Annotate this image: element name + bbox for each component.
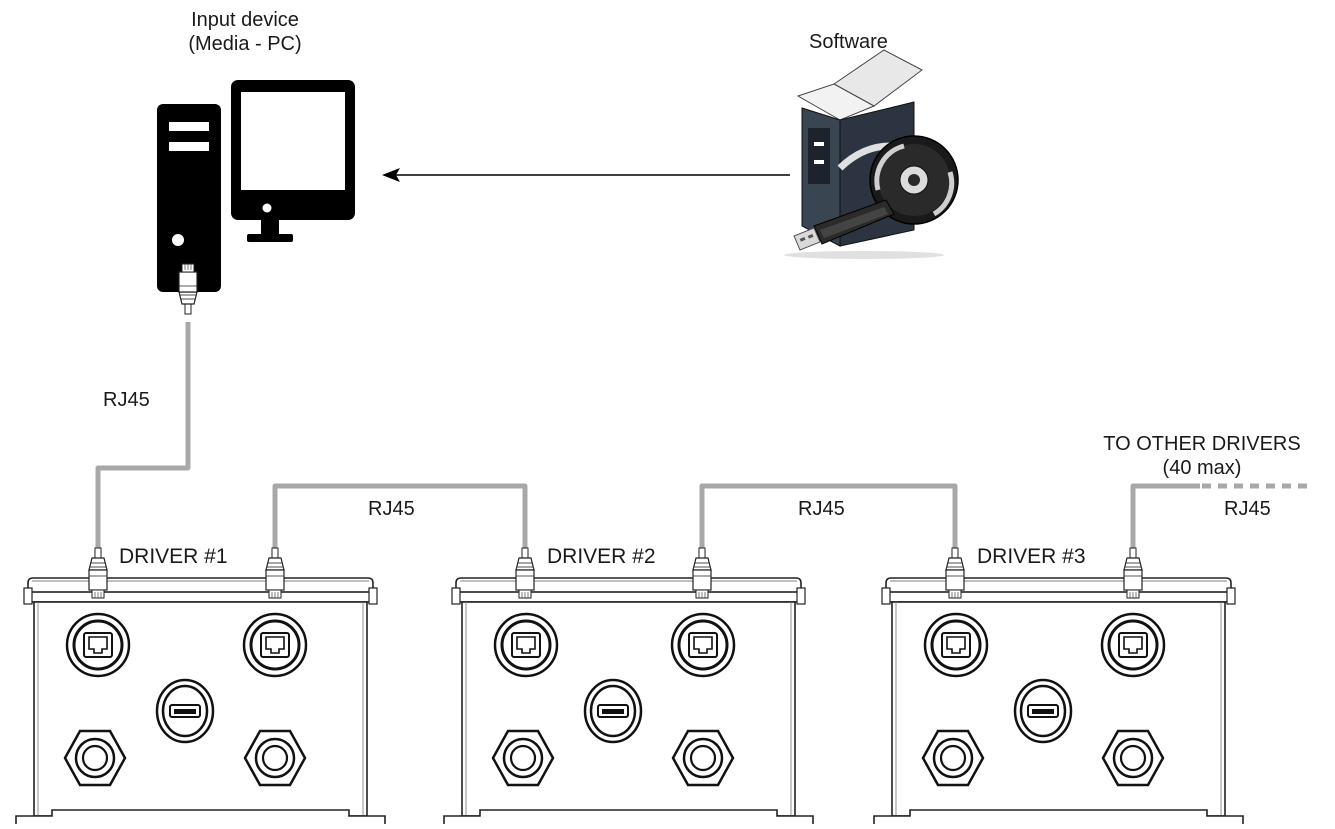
rj45-port-icon [65, 612, 131, 678]
software-label: Software [809, 31, 888, 53]
arrow-software-to-pc [382, 168, 790, 182]
cable-label-2-3: RJ45 [798, 498, 845, 520]
cable-driver3-out [1130, 483, 1200, 552]
desktop-pc-icon [157, 80, 355, 292]
cable-driver1-to-driver2 [272, 483, 528, 552]
rj45-plug-icon [179, 264, 197, 314]
cable-label-pc: RJ45 [103, 389, 150, 411]
rj45-port-icon [670, 612, 736, 678]
rj45-plug-icon [515, 547, 535, 599]
cable-driver2-to-driver3 [699, 483, 958, 552]
other-drivers-subtitle: (40 max) [1162, 457, 1242, 479]
input-device-title: Input device [191, 9, 299, 31]
input-device-label: Input device (Media - PC) [170, 8, 320, 56]
other-drivers-title: TO OTHER DRIVERS [1103, 433, 1301, 455]
other-drivers-label: TO OTHER DRIVERS (40 max) [1074, 432, 1330, 480]
usb-port-icon [155, 678, 215, 744]
input-device-subtitle: (Media - PC) [188, 33, 302, 55]
driver-2-label: DRIVER #2 [547, 545, 656, 568]
cables [95, 322, 1310, 552]
driver-3 [873, 577, 1244, 825]
rj45-port-icon [242, 612, 308, 678]
cable-pc-to-driver1 [95, 322, 191, 552]
usb-port-icon [1013, 678, 1073, 744]
software-box-icon [784, 50, 958, 259]
rj45-port-icon [1100, 612, 1166, 678]
cable-label-out: RJ45 [1224, 498, 1271, 520]
rj45-plug-icon [692, 547, 712, 599]
rj45-plug-icon [1123, 547, 1143, 599]
rj45-port-icon [493, 612, 559, 678]
driver-2 [443, 577, 814, 825]
rj45-plug-icon [88, 547, 108, 599]
driver-1 [15, 577, 386, 825]
rj45-port-icon [923, 612, 989, 678]
rj45-plug-icon [945, 547, 965, 599]
usb-port-icon [583, 678, 643, 744]
cable-label-1-2: RJ45 [368, 498, 415, 520]
driver-1-label: DRIVER #1 [119, 545, 228, 568]
driver-3-label: DRIVER #3 [977, 545, 1086, 568]
rj45-plug-icon [265, 547, 285, 599]
